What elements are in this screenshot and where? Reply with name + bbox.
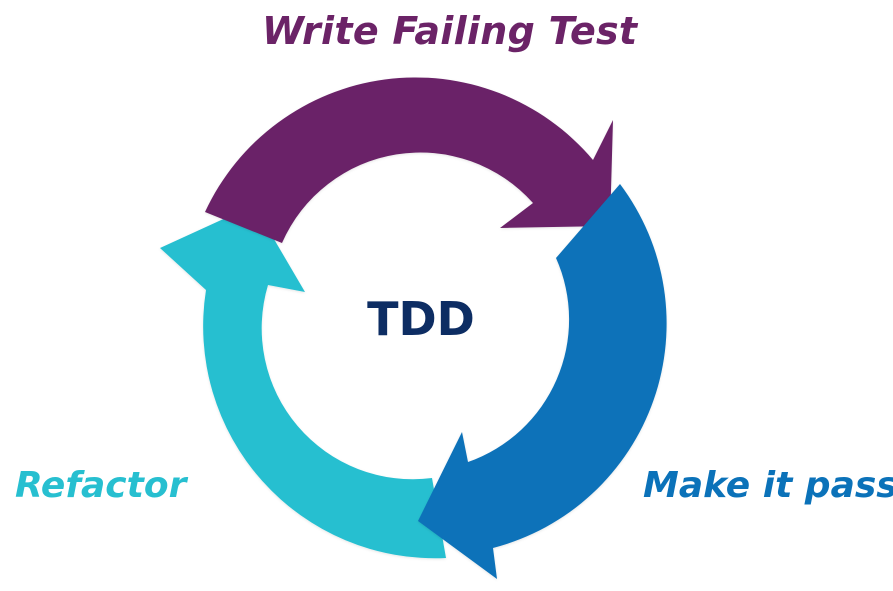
step-label-refactor: Refactor [15,465,187,506]
make-it-pass-arrow [418,184,667,579]
refactor-arrow [160,205,446,559]
step-label-make-it-pass: Make it pass [643,465,893,506]
step-label-write-failing-test: Write Failing Test [262,9,638,53]
write-failing-test-arrow [205,77,613,243]
center-title: TDD [367,292,475,346]
